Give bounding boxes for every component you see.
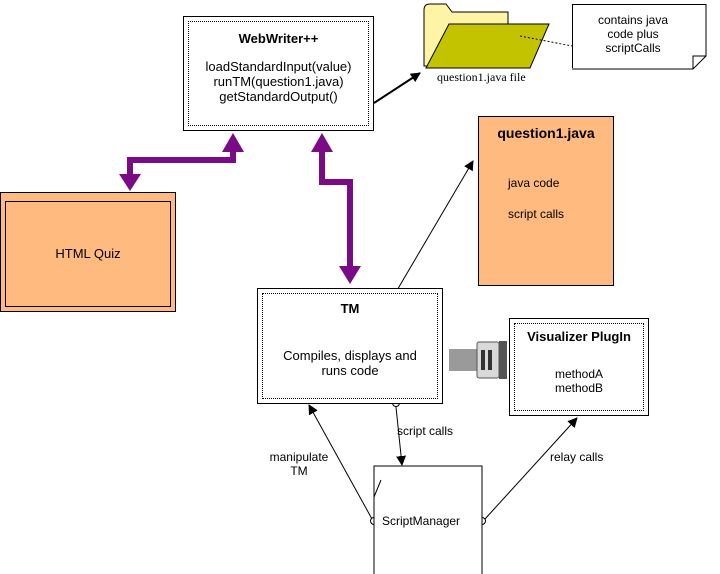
manipulate-label: manipulate	[269, 450, 329, 464]
webwriter-box: WebWriter++ loadStandardInput(value) run…	[183, 16, 374, 131]
relay-calls-label: relay calls	[550, 450, 604, 464]
tm-title: TM	[340, 301, 360, 316]
tm-desc-line-2: runs code	[321, 363, 379, 378]
manipulate-tm-arrow	[308, 404, 373, 520]
question-java-script-line: script calls	[508, 207, 565, 221]
webwriter-title: WebWriter++	[238, 31, 319, 46]
note-line-3: scriptCalls	[605, 41, 661, 55]
note-leader	[519, 35, 573, 47]
visualizer-plugin-box: Visualizer PlugIn methodA methodB	[509, 318, 649, 416]
note-box: contains java code plus scriptCalls	[572, 4, 707, 70]
method-get-standard-output: getStandardOutput()	[219, 89, 338, 104]
visualizer-method-a: methodA	[554, 367, 604, 381]
question-java-box: question1.java java code script calls	[478, 116, 614, 286]
note-line-1: contains java	[597, 13, 669, 27]
method-load-standard-input: loadStandardInput(value)	[205, 59, 352, 74]
question-java-title: question1.java	[497, 125, 595, 141]
script-manager-box	[373, 465, 483, 574]
tm-webwriter-link	[311, 133, 361, 284]
html-quiz-label: HTML Quiz	[55, 246, 121, 261]
plug-icon	[449, 341, 507, 379]
tm-to-question-arrow	[395, 160, 474, 293]
tm-desc-line-1: Compiles, displays and	[283, 348, 417, 363]
tm-box: TM Compiles, displays and runs code	[257, 288, 443, 404]
folder-label: question1.java file	[437, 70, 526, 84]
html-quiz-box: HTML Quiz	[0, 192, 176, 312]
webwriter-to-file-arrow	[373, 72, 421, 104]
visualizer-method-b: methodB	[554, 381, 604, 395]
question-java-code-line: java code	[508, 176, 560, 190]
quiz-webwriter-link	[119, 133, 244, 191]
script-manager-label: ScriptManager	[382, 514, 461, 528]
relay-calls-arrow	[484, 417, 578, 520]
visualizer-title: Visualizer PlugIn	[527, 329, 631, 344]
script-calls-label: script calls	[397, 424, 454, 438]
method-run-tm: runTM(question1.java)	[213, 74, 344, 89]
script-calls-arrow	[395, 406, 407, 466]
manipulate-tm-label: TM	[290, 464, 308, 478]
note-line-2: code plus	[607, 27, 659, 41]
folder-icon	[423, 3, 550, 69]
